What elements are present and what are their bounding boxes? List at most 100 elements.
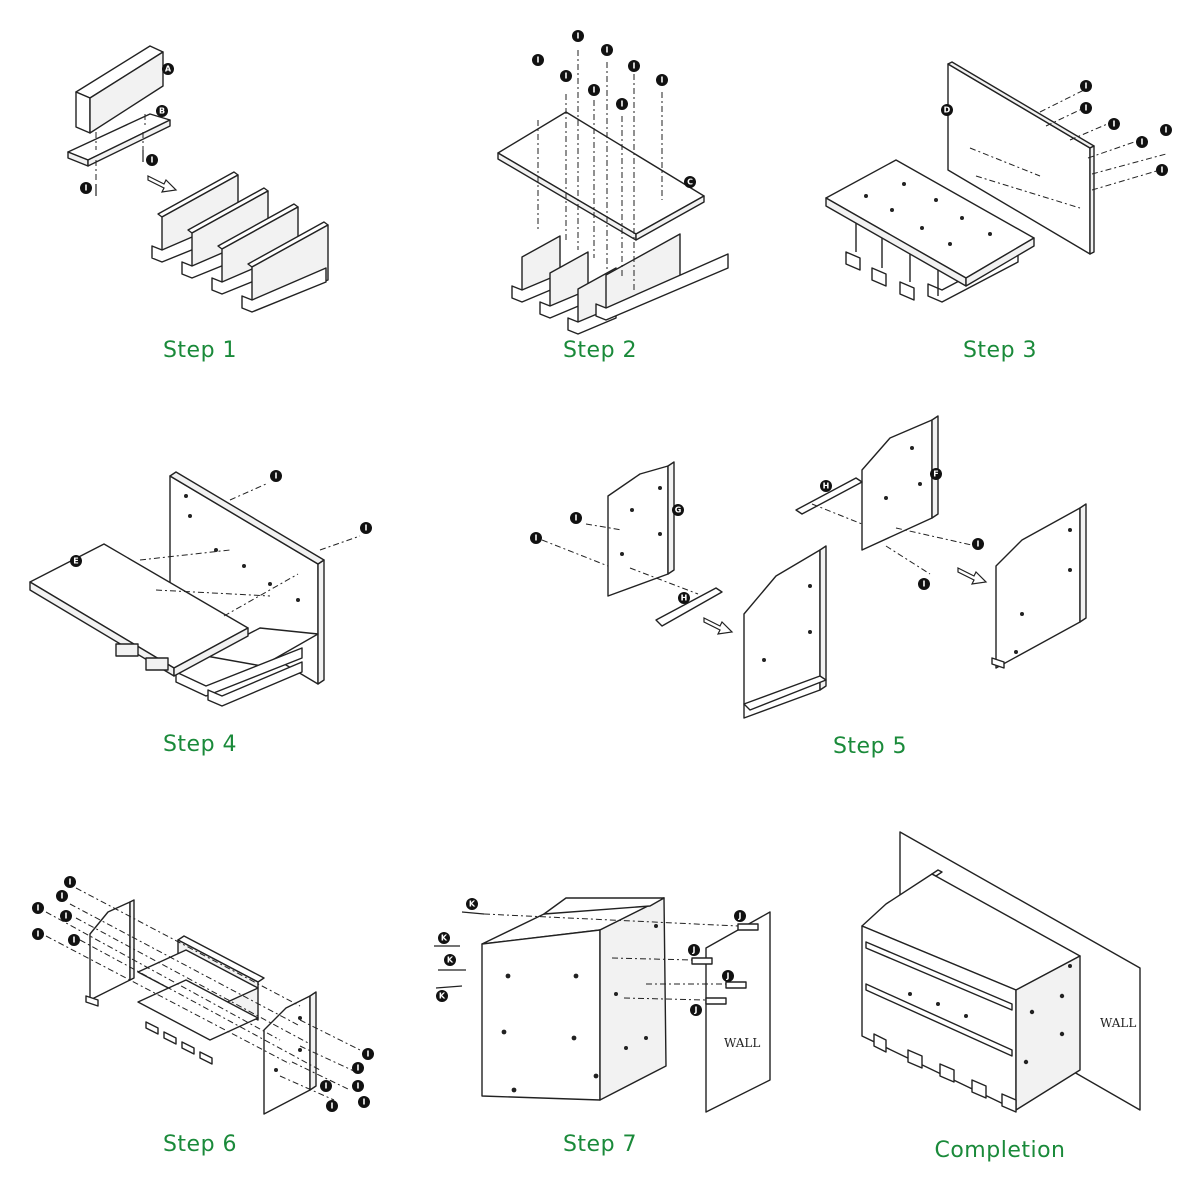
svg-text:I: I <box>325 1082 328 1091</box>
badge-i: I <box>1108 118 1120 130</box>
step-caption: Completion <box>934 1138 1066 1163</box>
badge-i: I <box>530 532 542 544</box>
svg-text:K: K <box>447 956 454 965</box>
step-3-panel: D I I I I I I Step 3 <box>800 0 1200 400</box>
svg-text:J: J <box>692 946 696 955</box>
badge-i: I <box>64 876 76 888</box>
svg-text:I: I <box>331 1102 334 1111</box>
svg-text:I: I <box>633 62 636 71</box>
svg-text:H: H <box>681 594 688 603</box>
part-b-board <box>67 113 171 167</box>
part-h-rail <box>795 477 863 515</box>
svg-text:I: I <box>1161 166 1164 175</box>
svg-text:K: K <box>439 992 446 1001</box>
badge-i: I <box>1080 102 1092 114</box>
badge-i: I <box>68 934 80 946</box>
badge-j: J <box>688 944 700 956</box>
shelf-assembly <box>137 935 265 1065</box>
svg-text:F: F <box>933 470 938 479</box>
step-5-panel: G H I I F H I I Step 5 <box>400 400 1200 800</box>
part-c-board <box>825 159 1035 287</box>
step-caption: Step 7 <box>562 1132 638 1157</box>
svg-text:I: I <box>73 936 76 945</box>
svg-text:I: I <box>661 76 664 85</box>
divider-parts <box>511 233 729 335</box>
part-g-board <box>607 461 675 597</box>
badge-e: E <box>70 555 82 567</box>
badge-j: J <box>734 910 746 922</box>
svg-text:I: I <box>275 472 278 481</box>
badge-j: J <box>722 970 734 982</box>
svg-text:I: I <box>357 1064 360 1073</box>
svg-text:I: I <box>535 534 538 543</box>
badge-i: I <box>570 512 582 524</box>
svg-text:I: I <box>606 46 609 55</box>
badge-i: I <box>326 1100 338 1112</box>
svg-text:B: B <box>159 107 165 116</box>
step-2-panel: I I I I I I I I C Step 2 <box>400 0 800 400</box>
badge-f: F <box>930 468 942 480</box>
badge-k: K <box>466 898 478 910</box>
svg-text:J: J <box>694 1006 698 1015</box>
svg-text:I: I <box>575 514 578 523</box>
step-1-panel: A B I I Step 1 <box>0 0 400 400</box>
badge-i: I <box>1080 80 1092 92</box>
step-caption: Step 4 <box>162 732 238 757</box>
badge-i: I <box>352 1062 364 1074</box>
svg-text:I: I <box>1113 120 1116 129</box>
svg-text:J: J <box>726 972 730 981</box>
badge-i: I <box>1160 124 1172 136</box>
svg-text:E: E <box>73 557 78 566</box>
part-a-board <box>75 45 164 134</box>
svg-text:I: I <box>923 580 926 589</box>
finished-shelf <box>861 869 1081 1113</box>
svg-text:I: I <box>37 930 40 939</box>
badge-i: I <box>360 522 372 534</box>
svg-text:I: I <box>69 878 72 887</box>
bolt-lines <box>537 50 663 290</box>
arrow-icon <box>147 175 178 193</box>
svg-text:I: I <box>365 524 368 533</box>
badge-a: A <box>162 63 174 75</box>
arrow-icon <box>957 567 988 585</box>
svg-text:I: I <box>363 1098 366 1107</box>
part-f-board <box>861 415 939 551</box>
badge-k: K <box>438 932 450 944</box>
wall-label: WALL <box>724 1036 760 1050</box>
svg-text:D: D <box>944 106 951 115</box>
badge-i: I <box>80 182 92 194</box>
arrow-icon <box>703 617 734 635</box>
svg-text:C: C <box>687 178 693 187</box>
svg-text:I: I <box>1165 126 1168 135</box>
wall-board: WALL <box>705 911 771 1113</box>
side-panel-right <box>263 991 317 1115</box>
badge-i: I <box>146 154 158 166</box>
svg-text:I: I <box>151 156 154 165</box>
badge-i: I <box>358 1096 370 1108</box>
step-caption: Step 6 <box>162 1132 238 1157</box>
svg-text:I: I <box>65 912 68 921</box>
step-3-illustration: D I I I I I I <box>825 61 1172 303</box>
svg-text:I: I <box>37 904 40 913</box>
part-e-board <box>29 543 249 677</box>
lower-shelf <box>175 627 319 707</box>
badge-h: H <box>820 480 832 492</box>
badge-i: I <box>56 890 68 902</box>
badge-i: I <box>1136 136 1148 148</box>
divider-parts <box>151 171 329 313</box>
svg-text:I: I <box>1085 82 1088 91</box>
svg-text:G: G <box>675 506 682 515</box>
badge-g: G <box>672 504 684 516</box>
part-c-board <box>497 111 705 241</box>
badge-i: I <box>362 1048 374 1060</box>
step-4-panel: E I I Step 4 <box>0 400 400 800</box>
step-caption: Step 3 <box>962 338 1038 363</box>
step-caption: Step 2 <box>562 338 638 363</box>
side-panel-left <box>85 899 135 1007</box>
svg-text:I: I <box>85 184 88 193</box>
side-panel-assembled <box>991 503 1087 669</box>
svg-text:J: J <box>738 912 742 921</box>
svg-text:I: I <box>367 1050 370 1059</box>
badge-k: K <box>436 990 448 1002</box>
badge-k: K <box>444 954 456 966</box>
